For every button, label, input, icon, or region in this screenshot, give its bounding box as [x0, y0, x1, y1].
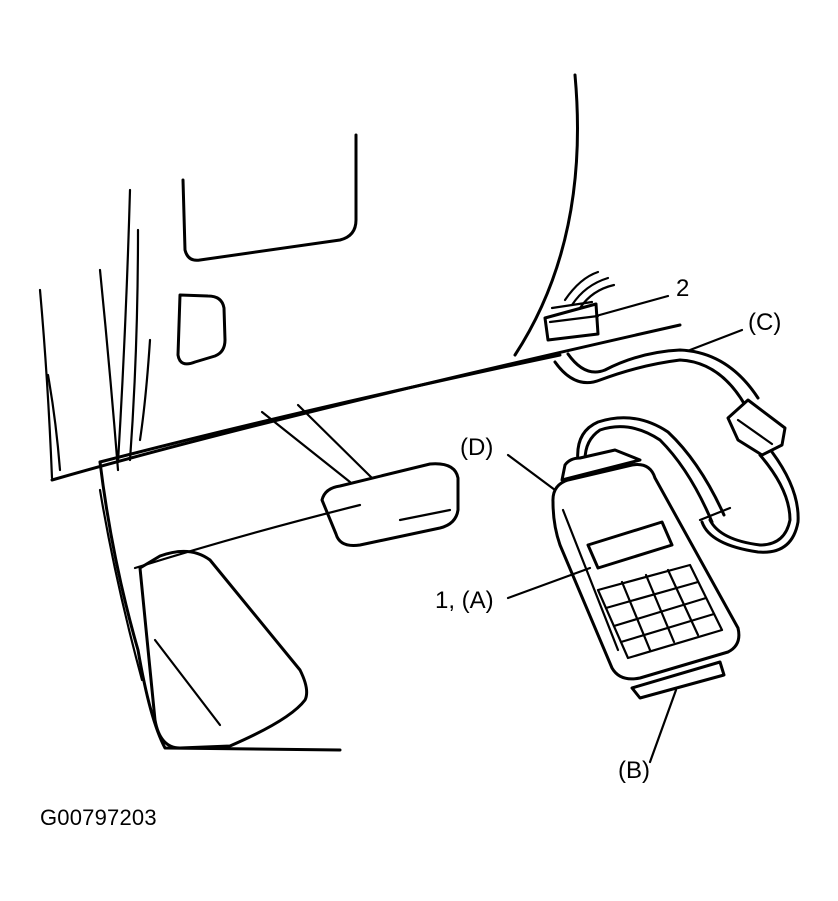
scan-tool-keypad — [596, 563, 724, 660]
callout-c: (C) — [748, 309, 781, 336]
figure-id: G00797203 — [40, 805, 157, 830]
callout-b: (B) — [618, 757, 650, 784]
door-edge-lines — [38, 188, 152, 480]
callout-1a: 1, (A) — [435, 587, 494, 614]
scan-tool — [551, 448, 741, 700]
callout-d: (D) — [460, 434, 493, 461]
data-link-connector — [543, 270, 616, 342]
callout-leaders — [506, 294, 744, 764]
callout-2: 2 — [676, 275, 689, 302]
dashboard-panel — [176, 73, 579, 366]
brake-pedal — [133, 403, 460, 570]
scan-tool-cable — [553, 348, 800, 554]
accelerator-pedal — [138, 549, 309, 750]
floor-outline — [50, 323, 682, 752]
